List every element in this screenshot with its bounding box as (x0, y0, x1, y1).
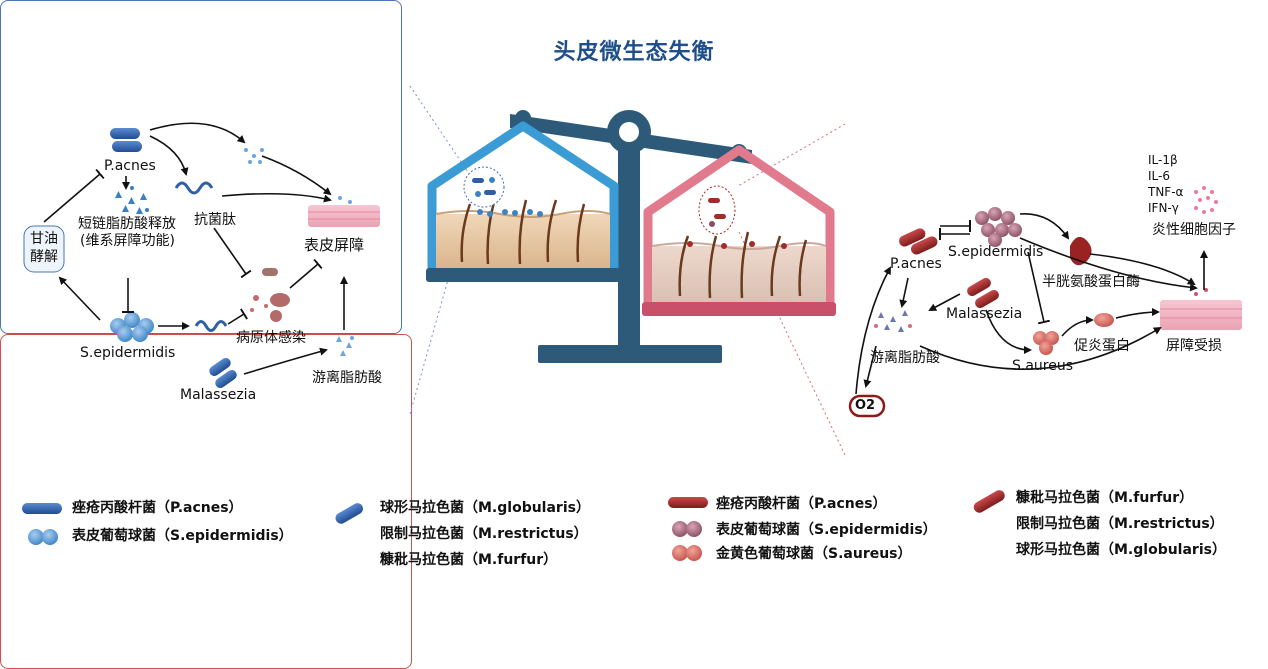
right-pacnes-icon (899, 228, 938, 255)
right-damaged-barrier-icon (1160, 288, 1242, 330)
right-ffa-icon (874, 310, 912, 332)
left-sepi-icon (110, 312, 154, 342)
page-title: 头皮微生态失衡 (553, 40, 715, 65)
left-malassezia-icon (209, 357, 237, 389)
legend-right-item-3: 金黄色葡萄球菌（S.aureus） (716, 546, 912, 562)
right-pacnes-label: P.acnes (890, 256, 942, 272)
left-scfa-icon (115, 186, 149, 214)
right-inflam-label: 炎性细胞因子 (1152, 222, 1236, 238)
balance-scale (510, 110, 752, 363)
legend-right-item-1: 痤疮丙酸杆菌（P.acnes） (716, 496, 887, 512)
right-malassezia-icon (967, 277, 999, 308)
diagram-canvas (22, 85, 1242, 561)
legend-left-item-2: 表皮葡萄球菌（S.epidermidis） (72, 528, 293, 544)
right-cysteine-protease-icon (1070, 236, 1092, 266)
left-malassezia-label: Malassezia (180, 387, 257, 403)
cytokine-il1b: IL-1β (1148, 153, 1178, 167)
healthy-scalp-pan (426, 121, 620, 282)
right-ffa-label: 游离脂肪酸 (870, 350, 940, 366)
right-saureus-label: S.aureus (1012, 358, 1074, 374)
left-pathogen-icon (250, 268, 290, 322)
left-ffa-icon (336, 336, 354, 356)
o2-label: O2 (855, 398, 876, 413)
left-barrier-label: 表皮屏障 (304, 236, 365, 254)
o2-badge (848, 394, 886, 418)
right-proinflam-label: 促炎蛋白 (1074, 338, 1130, 354)
legend-left-item-4: 限制马拉色菌（M.restrictus） (380, 526, 588, 542)
right-barrier-damage-label: 屏障受损 (1166, 338, 1222, 354)
left-barrier-icon (308, 196, 380, 227)
legend-left-item-5: 糠秕马拉色菌（M.furfur） (380, 552, 558, 568)
left-ffa-label: 游离脂肪酸 (312, 370, 382, 386)
left-scfa-label-1: 短链脂肪酸释放 (78, 216, 176, 232)
right-cysteine-label: 半胱氨酸蛋白酶 (1042, 274, 1140, 290)
left-glycerol-label-2: 酵解 (30, 249, 58, 265)
legend-icons (22, 490, 1005, 561)
legend-right-item-6: 球形马拉色菌（M.globularis） (1016, 542, 1226, 558)
legend-left-item-1: 痤疮丙酸杆菌（P.acnes） (72, 500, 243, 516)
imbalanced-scalp-pan (642, 145, 836, 316)
left-peptide-icon (194, 320, 228, 332)
right-sepi-icon (975, 207, 1022, 247)
cytokine-tnfa: TNF-α (1148, 185, 1184, 199)
left-amp-label: 抗菌肽 (194, 212, 236, 228)
left-amp-icon (174, 181, 214, 195)
right-saureus-icon (1033, 331, 1059, 355)
left-amp-particles-icon (244, 148, 264, 164)
legend-right-item-2: 表皮葡萄球菌（S.epidermidis） (716, 522, 937, 538)
left-sepi-label: S.epidermidis (80, 345, 176, 361)
left-glycerol-box (23, 225, 65, 273)
legend-right-item-5: 限制马拉色菌（M.restrictus） (1016, 516, 1224, 532)
legend-left-item-3: 球形马拉色菌（M.globularis） (380, 500, 590, 516)
right-sepi-label: S.epidermidis (948, 244, 1044, 260)
right-proinflam-icon (1094, 313, 1114, 327)
zoom-connector-lines (409, 85, 471, 415)
cytokine-ifng: IFN-γ (1148, 201, 1179, 215)
left-pathogen-label: 病原体感染 (236, 330, 306, 346)
left-scfa-label-2: (维系屏障功能) (80, 233, 175, 249)
right-cytokines-icon (1194, 186, 1218, 214)
left-glycerol-label-1: 甘油 (30, 231, 58, 247)
legend-right-item-4: 糠秕马拉色菌（M.furfur） (1016, 490, 1194, 506)
right-malassezia-label: Malassezia (946, 306, 1023, 322)
left-pacnes-label: P.acnes (104, 158, 156, 174)
cytokine-il6: IL-6 (1148, 169, 1170, 183)
left-pacnes-icon (110, 128, 142, 152)
healthy-panel (0, 0, 402, 334)
